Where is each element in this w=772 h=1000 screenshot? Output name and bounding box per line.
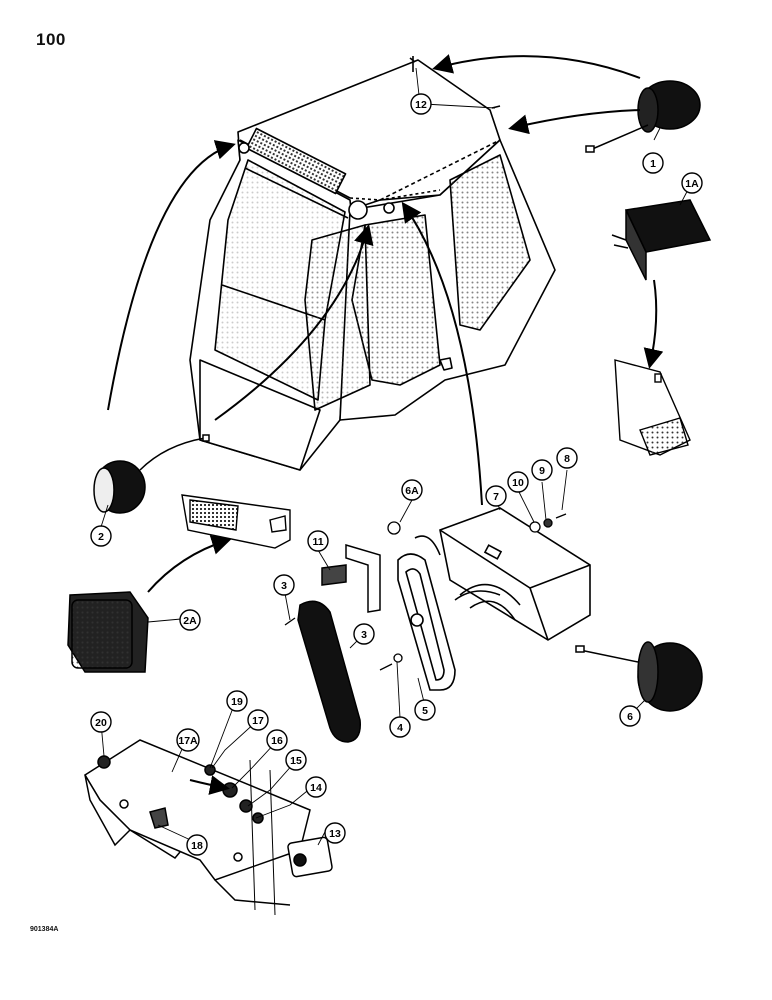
callout-circle [273,574,295,596]
callout-circle [353,623,375,645]
callout-18: 18 [186,834,208,856]
fender-detail [181,494,291,549]
callout-circle [414,699,436,721]
callout-label: 2 [98,531,104,543]
callout-6A: 6A [401,479,423,501]
callout-circle [642,152,664,174]
callout-label: 3 [281,580,287,592]
callout-label: 18 [191,840,203,852]
lamp-item-1A [611,199,712,281]
callout-1: 1 [642,152,664,174]
callout-label: 6A [405,485,419,497]
callout-label: 8 [564,453,570,465]
bracket-item-11 [321,543,381,613]
callout-circle [176,728,200,752]
callout-circle [285,749,307,771]
callout-11: 11 [307,530,329,552]
callout-3: 3 [353,623,375,645]
callout-6: 6 [619,705,641,727]
callout-4: 4 [389,716,411,738]
callout-label: 2A [183,615,197,627]
figure-code: 901384A [30,926,59,933]
callout-17: 17 [247,709,269,731]
callout-2: 2 [90,525,112,547]
assembly-arrows [107,54,664,795]
callout-label: 11 [312,536,323,548]
switch-panel-bracket [83,739,333,916]
callout-15: 15 [285,749,307,771]
callout-5: 5 [414,699,436,721]
callout-label: 12 [415,99,427,111]
lamp-item-2 [93,434,210,514]
callout-label: 17 [252,715,264,727]
callout-14: 14 [305,776,327,798]
callout-circle [531,459,553,481]
callout-label: 17A [178,735,198,747]
callout-label: 14 [310,782,322,794]
callout-12: 12 [410,93,432,115]
callout-circle [226,690,248,712]
gasket-item-3 [297,600,361,743]
callout-leaders [100,67,693,846]
callout-label: 4 [397,722,403,734]
callout-16: 16 [266,729,288,751]
callout-label: 5 [422,705,428,717]
callout-label: 13 [329,828,341,840]
callout-label: 20 [95,717,107,729]
lamp-item-2A [67,591,149,673]
callout-label: 19 [231,696,243,708]
callout-17A: 17A [176,728,200,752]
callout-circle [619,705,641,727]
callout-circle [90,525,112,547]
callout-label: 15 [290,755,302,767]
mounting-plate-item-5 [397,553,456,691]
callout-circle [389,716,411,738]
callout-circle [410,93,432,115]
callout-circle [681,172,703,194]
callout-circle [401,479,423,501]
callout-label: 3 [361,629,367,641]
cab-corner-detail [614,359,691,456]
callout-label: 6 [627,711,633,723]
hardware-screws [284,513,567,671]
callout-label: 10 [512,477,524,489]
callout-circle [507,471,529,493]
callout-10: 10 [507,471,529,493]
callout-circle [247,709,269,731]
callout-label: 1A [685,178,699,190]
lamp-item-6 [575,641,703,712]
callout-label: 9 [539,465,545,477]
bracket-box-item-7 [414,507,591,641]
callout-13: 13 [324,822,346,844]
callout-9: 9 [531,459,553,481]
callout-circle [307,530,329,552]
callout-1A: 1A [681,172,703,194]
callout-circle [90,711,112,733]
callout-circle [186,834,208,856]
callout-circle [305,776,327,798]
callout-circle [485,485,507,507]
callout-circle [556,447,578,469]
lamp-item-1 [585,80,701,153]
callout-8: 8 [556,447,578,469]
callout-bubbles: 1 1A 2 2A 3 3 4 5 6 6A 7 8 9 10 11 12 13 14 15 16 17 17A 18 19 2… [90,93,703,856]
callout-label: 16 [271,735,283,747]
callout-2A: 2A [179,609,201,631]
callout-19: 19 [226,690,248,712]
callout-label: 7 [493,491,499,503]
page-number: 100 [36,30,66,49]
operator-cab [189,56,556,471]
callout-7: 7 [485,485,507,507]
callout-circle [179,609,201,631]
callout-label: 1 [650,158,656,170]
callout-circle [266,729,288,751]
callout-3: 3 [273,574,295,596]
callout-circle [324,822,346,844]
callout-20: 20 [90,711,112,733]
